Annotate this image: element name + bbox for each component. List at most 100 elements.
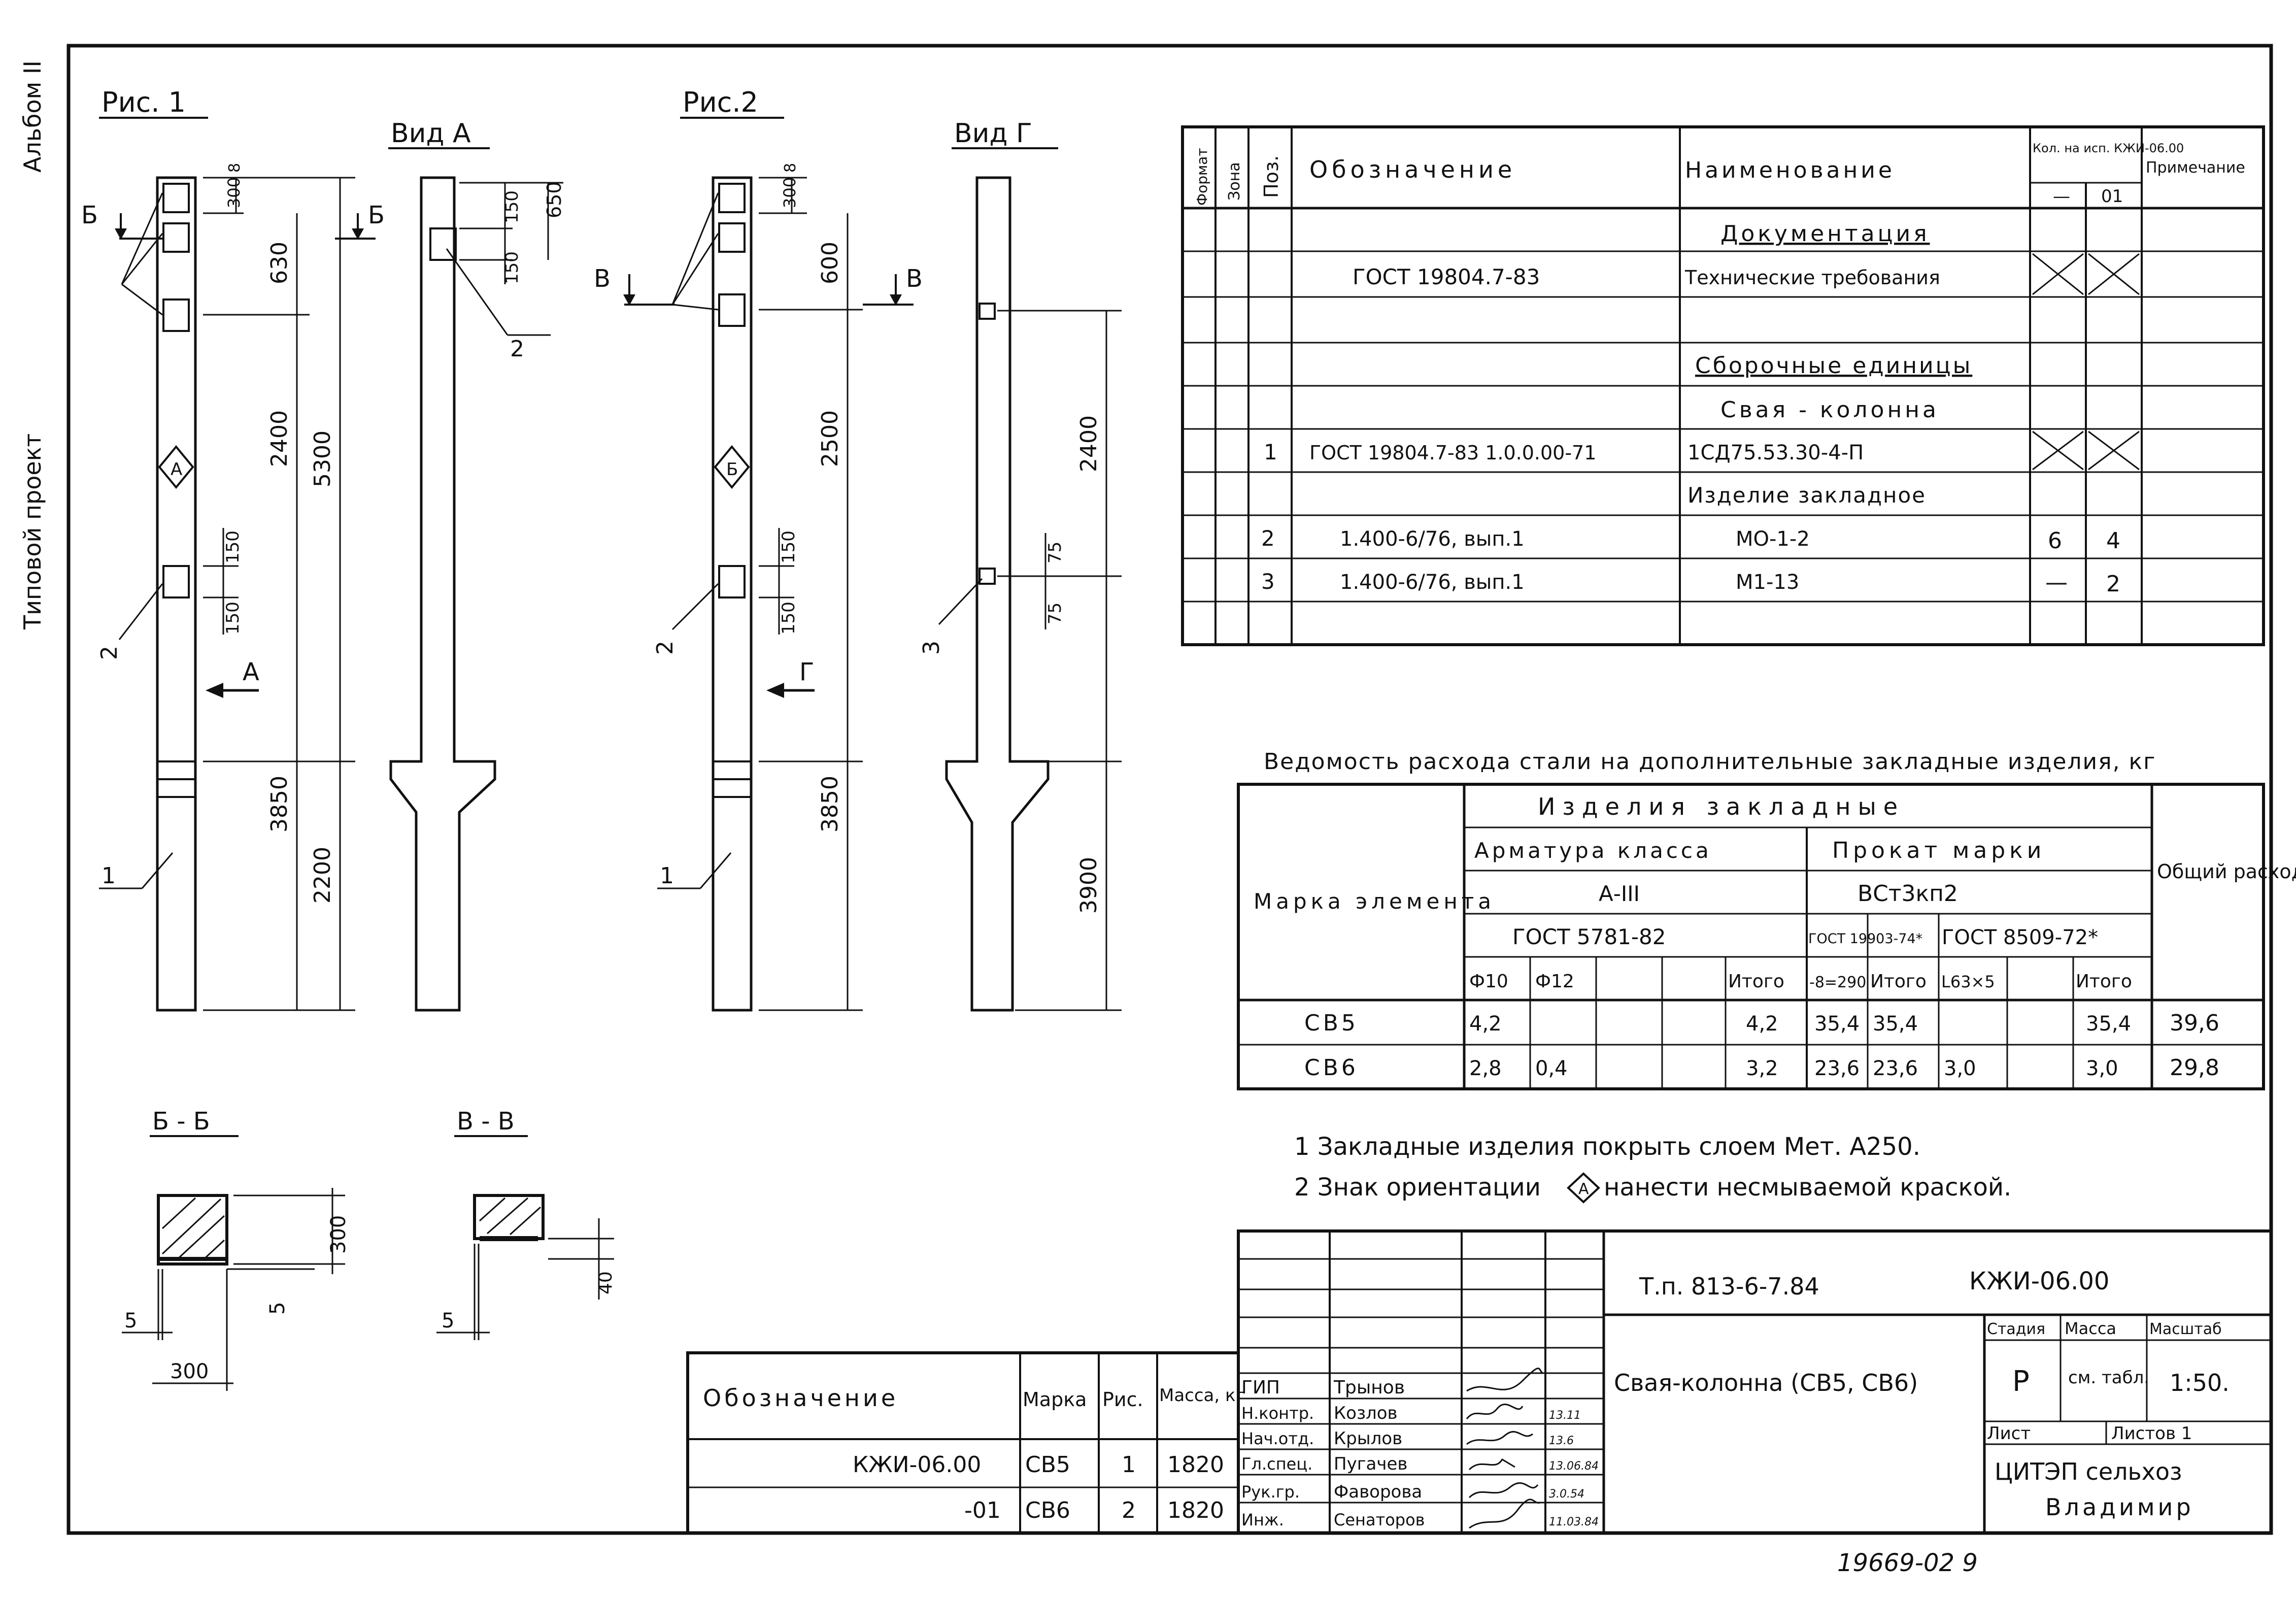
- svg-text:Р: Р: [2012, 1365, 2030, 1398]
- svg-text:3: 3: [1261, 569, 1275, 594]
- embedded-plate: [162, 565, 190, 598]
- embedded-plate: [978, 303, 996, 320]
- svg-text:Ф10: Ф10: [1469, 971, 1508, 992]
- note-2: 2 Знак ориентации: [1294, 1173, 1541, 1202]
- svg-text:Масса, кг: Масса, кг: [1159, 1385, 1244, 1406]
- spec-section-assemblies: Сборочные единицы: [1695, 353, 1972, 379]
- fig2-leader-2: 2: [652, 641, 678, 655]
- svg-text:МО-1-2: МО-1-2: [1736, 527, 1810, 551]
- svg-text:2: 2: [1122, 1498, 1136, 1523]
- archive-number: 19669-02 9: [1837, 1549, 1978, 1577]
- svg-text:СВ6: СВ6: [1025, 1498, 1070, 1523]
- svg-text:Стадия: Стадия: [1987, 1320, 2045, 1338]
- svg-text:75: 75: [1045, 603, 1065, 624]
- svg-text:Общий расход: Общий расход: [2157, 860, 2296, 883]
- svg-text:Прокат марки: Прокат марки: [1832, 838, 2045, 863]
- svg-text:2400: 2400: [266, 410, 292, 467]
- section-b-b: Б - Б 300 5 5 300: [122, 1107, 350, 1391]
- svg-text:4,2: 4,2: [1469, 1012, 1502, 1036]
- svg-text:1СД75.53.30-4-П: 1СД75.53.30-4-П: [1687, 441, 1864, 464]
- fig2-cut-mark-right: В: [906, 264, 923, 293]
- fig1-leader-2: 2: [96, 646, 122, 660]
- spec-header-designation: Обозначение: [1309, 156, 1516, 183]
- svg-text:Кол. на исп. КЖИ-06.00: Кол. на исп. КЖИ-06.00: [2033, 141, 2184, 155]
- steel-table-text: Марка элемента Изделия закладные Арматур…: [1254, 793, 2296, 1081]
- svg-text:13.6: 13.6: [1549, 1435, 1574, 1447]
- embedded-plate: [718, 293, 746, 327]
- svg-text:ГОСТ 19903-74*: ГОСТ 19903-74*: [1808, 931, 1922, 947]
- svg-text:Масштаб: Масштаб: [2149, 1320, 2222, 1338]
- svg-text:Итого: Итого: [1728, 971, 1784, 992]
- fig2-cut-mark-left: В: [594, 264, 611, 293]
- svg-text:КЖИ-06.00: КЖИ-06.00: [853, 1452, 981, 1478]
- svg-text:150: 150: [502, 251, 522, 284]
- svg-text:ГОСТ 19804.7-83 1.0.0.00-71: ГОСТ 19804.7-83 1.0.0.00-71: [1309, 442, 1596, 464]
- title-block-text: ГИП Трынов Н.контр. Козлов 13.11 Нач.отд…: [1241, 1267, 2230, 1529]
- fig2-view-arrow: Г: [799, 658, 814, 686]
- svg-text:-8=290: -8=290: [1809, 974, 1866, 991]
- svg-text:3850: 3850: [817, 776, 843, 833]
- svg-text:Крылов: Крылов: [1334, 1428, 1402, 1449]
- album-label: Альбом II: [19, 60, 46, 173]
- embedded-plate: [429, 227, 457, 261]
- svg-text:Рук.гр.: Рук.гр.: [1241, 1482, 1300, 1502]
- svg-text:А: А: [171, 459, 182, 480]
- embedded-plate: [718, 183, 746, 213]
- spec-header-name: Наименование: [1685, 157, 1895, 183]
- embedded-plate: [162, 183, 190, 213]
- svg-text:Трынов: Трынов: [1333, 1377, 1405, 1398]
- project-label: Типовой проект: [19, 434, 46, 630]
- svg-text:5: 5: [442, 1309, 454, 1333]
- view-a-outline: [389, 176, 496, 1012]
- svg-text:Формат: Формат: [1194, 148, 1210, 206]
- svg-text:35,4: 35,4: [1873, 1012, 1918, 1036]
- svg-text:Марка: Марка: [1023, 1388, 1087, 1411]
- svg-text:3,2: 3,2: [1746, 1057, 1778, 1080]
- svg-text:СВ5: СВ5: [1304, 1010, 1359, 1036]
- fig1-view-title: Вид А: [391, 118, 471, 149]
- svg-text:Зона: Зона: [1226, 162, 1243, 201]
- svg-text:Н.контр.: Н.контр.: [1241, 1404, 1314, 1423]
- svg-text:35,4: 35,4: [2086, 1012, 2131, 1036]
- svg-text:ВСт3кп2: ВСт3кп2: [1858, 881, 1958, 907]
- svg-text:Инж.: Инж.: [1241, 1510, 1284, 1529]
- orientation-mark: [1567, 1172, 1600, 1204]
- svg-text:1: 1: [1122, 1452, 1136, 1478]
- svg-text:35,4: 35,4: [1814, 1012, 1860, 1036]
- svg-text:0,4: 0,4: [1535, 1057, 1568, 1080]
- svg-text:Фаворова: Фаворова: [1334, 1482, 1422, 1502]
- svg-text:2: 2: [1261, 526, 1275, 551]
- section-bb-title: Б - Б: [152, 1107, 210, 1136]
- svg-text:3850: 3850: [266, 776, 292, 833]
- spec-section-docs: Документация: [1720, 221, 1930, 247]
- steel-header-mark: Марка элемента: [1254, 889, 1495, 914]
- svg-text:Итого: Итого: [2076, 971, 2132, 992]
- spec-table: [1181, 125, 2265, 646]
- svg-text:650: 650: [543, 181, 565, 218]
- svg-text:3.0.54: 3.0.54: [1549, 1488, 1584, 1501]
- svg-text:—: —: [2053, 186, 2070, 207]
- view-g-outline: [945, 176, 1050, 1012]
- svg-text:ГОСТ 19804.7-83: ГОСТ 19804.7-83: [1353, 264, 1540, 289]
- svg-text:300: 300: [224, 177, 244, 208]
- svg-text:2200: 2200: [310, 847, 335, 904]
- svg-text:Владимир: Владимир: [2045, 1493, 2194, 1521]
- fig1-column: [156, 176, 197, 1012]
- svg-text:1820: 1820: [1167, 1452, 1224, 1478]
- svg-text:5300: 5300: [310, 430, 335, 487]
- svg-text:150: 150: [502, 190, 522, 223]
- svg-text:13.11: 13.11: [1549, 1409, 1581, 1422]
- svg-text:300: 300: [327, 1215, 350, 1254]
- svg-text:А-III: А-III: [1599, 881, 1640, 906]
- svg-text:40: 40: [595, 1271, 616, 1294]
- embedded-plate: [718, 565, 746, 598]
- svg-text:ГОСТ 5781-82: ГОСТ 5781-82: [1512, 924, 1666, 949]
- svg-text:Изделие закладное: Изделие закладное: [1687, 483, 1926, 508]
- svg-text:Листов 1: Листов 1: [2111, 1423, 2192, 1444]
- drawing-title: Свая-колонна (СВ5, СВ6): [1614, 1369, 1918, 1396]
- embedded-plate: [978, 568, 996, 585]
- svg-text:Козлов: Козлов: [1334, 1403, 1398, 1423]
- section-v-v: В - В 40 5: [436, 1107, 616, 1340]
- svg-text:2: 2: [2106, 571, 2120, 597]
